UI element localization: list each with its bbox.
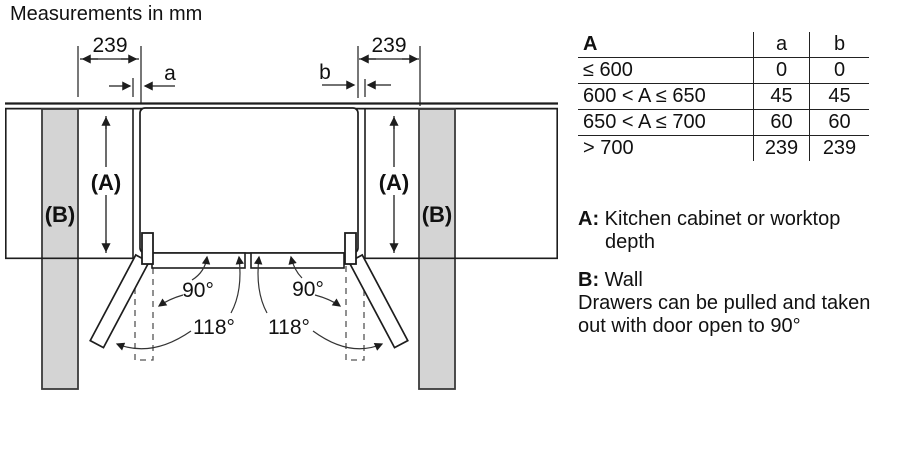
dim-239-right-value: 239 [371, 34, 406, 57]
left-118-arc-to-door [230, 255, 245, 314]
right-90-arc-to-dashed [314, 294, 342, 307]
legend: A: Kitchen cabinet or worktop depth B: W… [578, 208, 870, 338]
table-row: > 700 239 239 [578, 135, 869, 161]
legend-note-line2: out with door open to 90° [578, 315, 801, 337]
table-header-b: b [809, 32, 869, 58]
right-door-open-118 [347, 253, 409, 349]
legend-b-key: B: [578, 269, 600, 291]
left-wall-b [41, 108, 79, 390]
dim-a-label: a [164, 62, 176, 85]
left-door-90deg-dashed [134, 263, 154, 361]
left-door-closed [151, 252, 246, 269]
clearance-table: A a b ≤ 600 0 0 600 < A ≤ 650 45 45 650 … [578, 32, 869, 161]
table-header-A: A [583, 33, 598, 55]
dim-b-label: b [319, 61, 331, 84]
depth-arrow-left: (A) [87, 116, 125, 253]
right-90-arc-to-door [288, 255, 303, 279]
left-118-arc-to-open-door [115, 330, 192, 351]
left-90-label: 90° [182, 279, 214, 302]
right-hinge [344, 232, 357, 265]
legend-item-b: B: Wall Drawers can be pulled and taken … [578, 269, 870, 338]
table-header-a: a [753, 32, 810, 58]
fridge-top-view-diagram: 90° 118° 90° 118° 239 a 239 b [5, 34, 559, 390]
legend-a-text-wrap: depth [605, 231, 656, 253]
table-row: 650 < A ≤ 700 60 60 [578, 109, 869, 136]
label-cabinet-depth-left: (A) [91, 170, 122, 195]
left-90-arc-to-door [191, 255, 211, 281]
right-118-label: 118° [268, 316, 310, 339]
right-door-90deg-dashed [345, 263, 365, 361]
left-90-arc-to-dashed [157, 294, 184, 307]
left-door-open-118 [89, 253, 151, 349]
page-title: Measurements in mm [10, 3, 203, 25]
legend-a-text: Kitchen cabinet or worktop [604, 208, 841, 230]
table-header-row: A a b [578, 32, 869, 58]
left-118-label: 118° [193, 316, 235, 339]
label-cabinet-depth-right: (A) [379, 170, 410, 195]
legend-a-key: A: [578, 208, 600, 230]
right-118-arc-to-open-door [312, 330, 384, 351]
left-hinge [141, 232, 154, 265]
table-row: 600 < A ≤ 650 45 45 [578, 83, 869, 110]
legend-note-line1: Drawers can be pulled and taken [578, 292, 871, 314]
table-row: ≤ 600 0 0 [578, 57, 869, 84]
right-118-arc-to-door [253, 255, 268, 314]
legend-item-a: A: Kitchen cabinet or worktop depth [578, 208, 870, 254]
label-wall-left: (B) [45, 202, 76, 227]
depth-arrow-right: (A) [375, 116, 413, 253]
legend-b-text: Wall [604, 269, 643, 291]
fridge-body [139, 107, 359, 254]
label-wall-right: (B) [422, 202, 453, 227]
right-wall-b [418, 108, 456, 390]
right-90-label: 90° [292, 278, 324, 301]
right-door-closed [250, 252, 345, 269]
dim-239-left-value: 239 [92, 34, 127, 57]
